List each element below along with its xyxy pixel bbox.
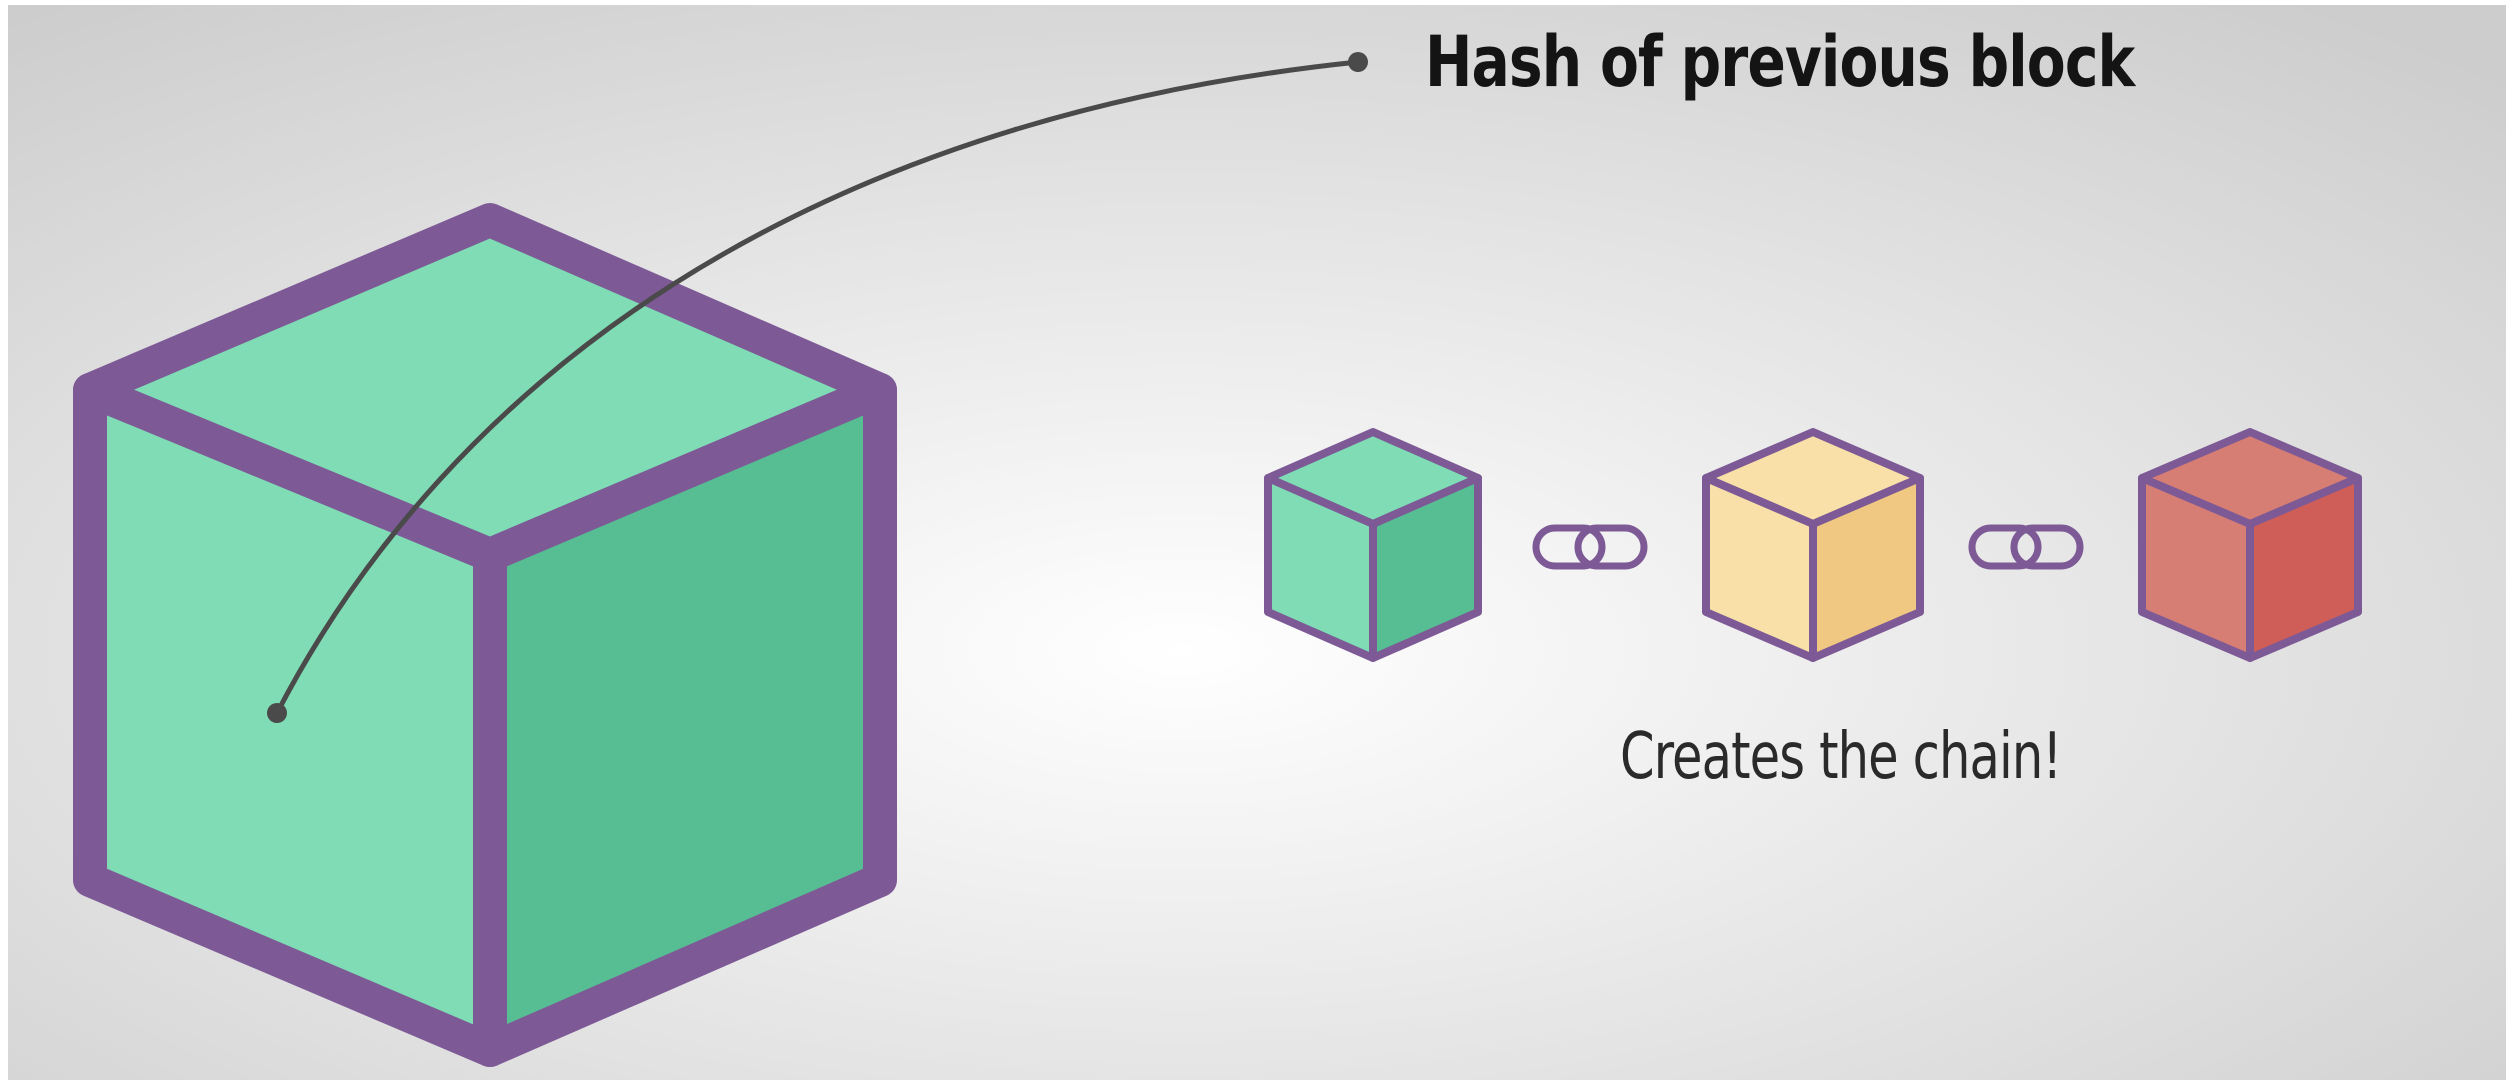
yellow-block-right [1809,474,1924,662]
block-icon [2138,428,2362,662]
connector-end-dot [1348,52,1368,72]
block-icon [1264,428,1482,662]
chain-link-ring-left [1532,524,1606,570]
hash-connector [267,52,1368,723]
creates-the-chain-caption: Creates the chain! [1620,720,2062,794]
large-block-icon [73,203,897,1067]
hash-of-previous-block-label: Hash of previous block [1425,21,2135,103]
chain-link-icon [1968,524,2084,570]
chain-link-ring-left [1968,524,2042,570]
large-block-right-face [473,373,897,1067]
green-block-right [1369,474,1482,662]
block-icon [1702,428,1924,662]
connector-start-dot [267,703,287,723]
chain-link-icon [1532,524,1648,570]
chain-link-ring-right [1574,524,1648,570]
chain-link-ring-right [2010,524,2084,570]
connector-line [274,59,1359,715]
red-block-right [2246,474,2362,662]
